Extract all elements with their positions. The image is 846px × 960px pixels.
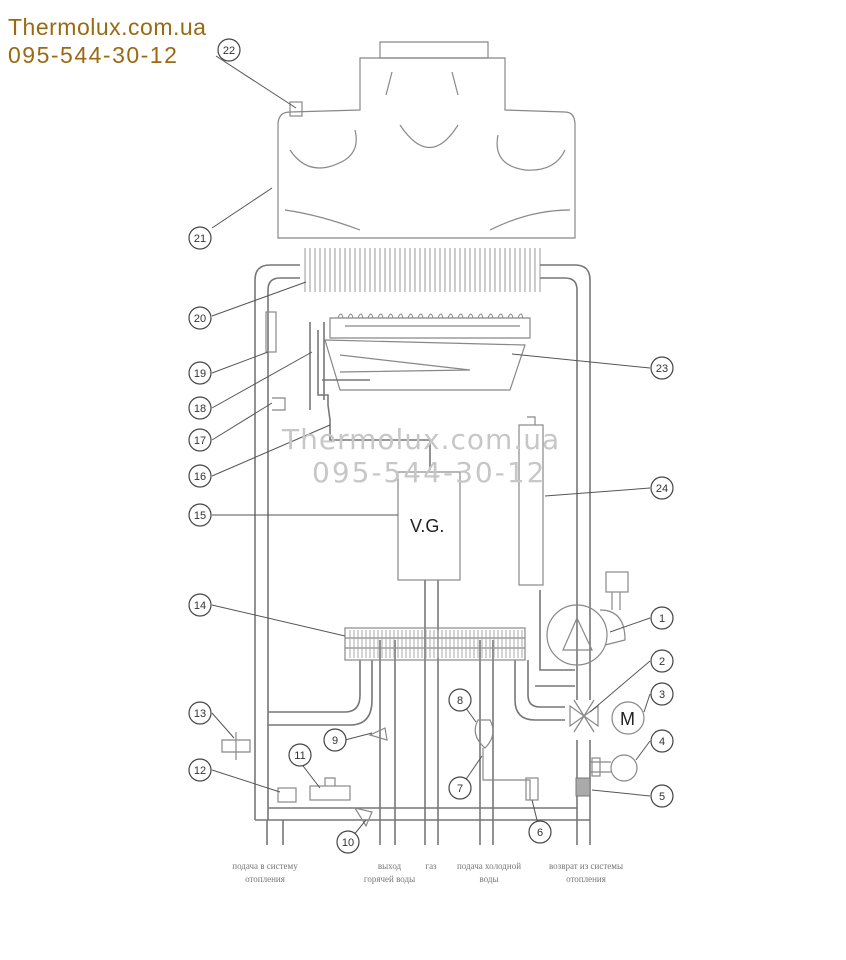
three-way-valve: M (569, 699, 645, 735)
burner-flames (337, 313, 524, 319)
callout-17: 17 (188, 428, 212, 452)
fittings (221, 101, 539, 828)
svg-text:10: 10 (342, 837, 354, 849)
heat-exchanger-fins (304, 248, 541, 292)
callout-10: 10 (336, 830, 360, 854)
svg-text:16: 16 (194, 471, 206, 483)
svg-text:13: 13 (194, 708, 206, 720)
gas-manifold (309, 322, 431, 470)
callout-19: 19 (188, 361, 212, 385)
circulation-pump (546, 571, 629, 666)
callout-6: 6 (528, 820, 552, 844)
svg-text:24: 24 (656, 483, 668, 495)
callout-24: 24 (650, 476, 674, 500)
dhw-plates (349, 630, 523, 658)
callout-3: 3 (650, 682, 674, 706)
flame (457, 313, 464, 319)
callout-12: 12 (188, 758, 212, 782)
svg-text:21: 21 (194, 233, 206, 245)
motor-label: M (620, 709, 635, 729)
svg-text:11: 11 (294, 750, 305, 762)
svg-text:15: 15 (194, 510, 206, 522)
return-filter (575, 777, 591, 797)
svg-text:7: 7 (457, 783, 463, 795)
brand-site: Thermolux.com.ua (8, 14, 207, 40)
flue-hood (277, 41, 576, 239)
svg-text:23: 23 (656, 363, 668, 375)
svg-text:14: 14 (194, 600, 206, 612)
callout-4: 4 (650, 729, 674, 753)
callout-5: 5 (650, 784, 674, 808)
svg-text:17: 17 (194, 435, 206, 447)
svg-text:9: 9 (332, 735, 338, 747)
flame (437, 313, 444, 319)
caption-heating-return: возврат из системы отопления (548, 861, 624, 884)
svg-text:8: 8 (457, 695, 463, 707)
flame (337, 313, 344, 319)
flame (417, 313, 424, 319)
callout-2: 2 (650, 649, 674, 673)
callout-leaders (211, 55, 651, 843)
callout-9: 9 (323, 728, 347, 752)
flame (507, 313, 514, 319)
flame (467, 313, 474, 319)
svg-text:19: 19 (194, 368, 206, 380)
svg-text:18: 18 (194, 403, 206, 415)
svg-text:6: 6 (537, 827, 543, 839)
svg-text:3: 3 (659, 689, 665, 701)
callout-22: 22 (217, 38, 241, 62)
flame (497, 313, 504, 319)
callout-7: 7 (448, 776, 472, 800)
caption-hot-water-out: выход горячей воды (363, 861, 416, 884)
callout-8: 8 (448, 688, 472, 712)
callout-14: 14 (188, 593, 212, 617)
flame (477, 313, 484, 319)
flame (517, 313, 524, 319)
callout-16: 16 (188, 464, 212, 488)
flame (377, 313, 384, 319)
caption-heating-supply: подача в систему отопления (232, 861, 298, 884)
callout-1: 1 (650, 606, 674, 630)
svg-text:4: 4 (659, 736, 665, 748)
flame (367, 313, 374, 319)
svg-text:20: 20 (194, 313, 206, 325)
flame (397, 313, 404, 319)
flame (447, 313, 454, 319)
callout-23: 23 (650, 356, 674, 380)
callout-21: 21 (188, 226, 212, 250)
callout-20: 20 (188, 306, 212, 330)
svg-text:1: 1 (659, 613, 665, 625)
flame (387, 313, 394, 319)
flame (427, 313, 434, 319)
callout-18: 18 (188, 396, 212, 420)
flame (407, 313, 414, 319)
flame (347, 313, 354, 319)
caption-cold-water-in: подача холодной воды (456, 861, 522, 884)
svg-text:2: 2 (659, 656, 665, 668)
caption-gas: газ (425, 861, 437, 871)
gas-valve: V.G. (397, 471, 461, 581)
svg-text:5: 5 (659, 791, 665, 803)
callout-11: 11 (288, 743, 312, 767)
circuit-pipes (254, 264, 591, 845)
svg-text:22: 22 (223, 45, 235, 57)
dhw-heat-exchanger (344, 627, 526, 661)
watermark-site: Thermolux.com.ua (282, 423, 561, 456)
brand-phone: 095-544-30-12 (8, 42, 179, 68)
expansion-vessel (518, 416, 544, 586)
callout-13: 13 (188, 701, 212, 725)
flame (487, 313, 494, 319)
callout-15: 15 (188, 503, 212, 527)
svg-text:12: 12 (194, 765, 206, 777)
burner (324, 317, 531, 391)
flame (357, 313, 364, 319)
pressure-gauge (590, 754, 638, 782)
watermark-phone: 095-544-30-12 (312, 456, 547, 489)
gas-valve-label: V.G. (410, 516, 444, 536)
